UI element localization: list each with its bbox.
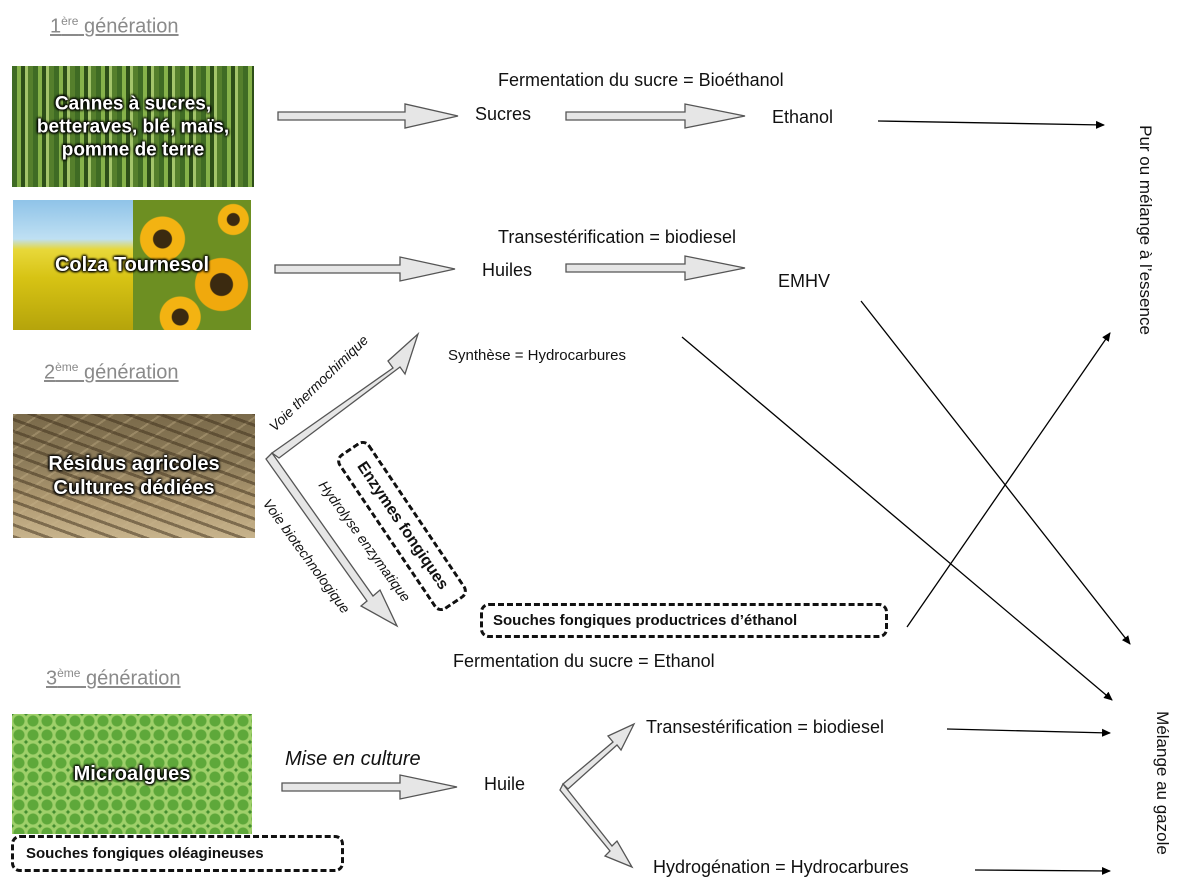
transesterification-label-2: Transestérification = biodiesel — [646, 717, 884, 737]
arrow-image-to-sucres — [277, 103, 459, 129]
synthese-label: Synthèse = Hydrocarbures — [448, 347, 627, 364]
second-generation-heading: 2ème génération — [44, 360, 179, 384]
arrow-branch-down — [559, 782, 634, 869]
first-generation-heading: 1ère génération — [50, 14, 179, 38]
line-emhv-to-gazole — [860, 300, 1131, 645]
arrow-branch-up — [562, 722, 636, 790]
fermentation-ethanol-label: Fermentation du sucre = Ethanol — [453, 651, 715, 671]
colza-sunflower-image: Colza Tournesol — [13, 200, 251, 330]
line-transesterification-to-gazole — [946, 728, 1111, 737]
colza-sunflower-label: Colza Tournesol — [54, 254, 210, 276]
agricultural-residues-image: Résidus agricoles Cultures dédiées — [13, 414, 255, 538]
fermentation-bioethanol-label: Fermentation du sucre = Bioéthanol — [498, 70, 784, 90]
mise-en-culture-label: Mise en culture — [285, 748, 421, 770]
oleaginous-strains-box: Souches fongiques oléagineuses — [11, 835, 344, 872]
sugarcane-label: Cannes à sucres, betteraves, blé, maïs, … — [36, 93, 230, 160]
hydrogenation-label: Hydrogénation = Hydrocarbures — [653, 857, 909, 877]
transesterification-label-1: Transestérification = biodiesel — [498, 227, 736, 247]
arrow-biotechnological — [265, 451, 399, 628]
line-synthese-to-gazole — [681, 336, 1113, 701]
emhv-label: EMHV — [778, 271, 831, 291]
arrow-huiles-to-emhv — [565, 255, 746, 281]
line-hydrogenation-to-gazole — [974, 866, 1111, 875]
line-ethanol-to-essence — [877, 120, 1105, 129]
huiles-label: Huiles — [482, 260, 533, 280]
microalgae-label: Microalgues — [73, 763, 191, 785]
line-souches-to-essence — [906, 332, 1111, 628]
arrow-mise-en-culture — [281, 774, 458, 800]
agricultural-residues-label: Résidus agricoles Cultures dédiées — [48, 453, 220, 499]
third-generation-heading: 3ème génération — [46, 666, 181, 690]
arrow-image-to-huiles — [274, 256, 456, 282]
ethanol-label: Ethanol — [772, 107, 834, 127]
arrow-sucres-to-ethanol — [565, 103, 746, 129]
sugarcane-image: Cannes à sucres, betteraves, blé, maïs, … — [12, 66, 254, 187]
microalgae-image: Microalgues — [12, 714, 252, 834]
huile-label: Huile — [484, 774, 526, 794]
ethanol-strains-box: Souches fongiques productrices d’éthanol — [480, 603, 888, 638]
sucres-label: Sucres — [475, 104, 532, 124]
arrow-thermochemical — [270, 331, 420, 459]
